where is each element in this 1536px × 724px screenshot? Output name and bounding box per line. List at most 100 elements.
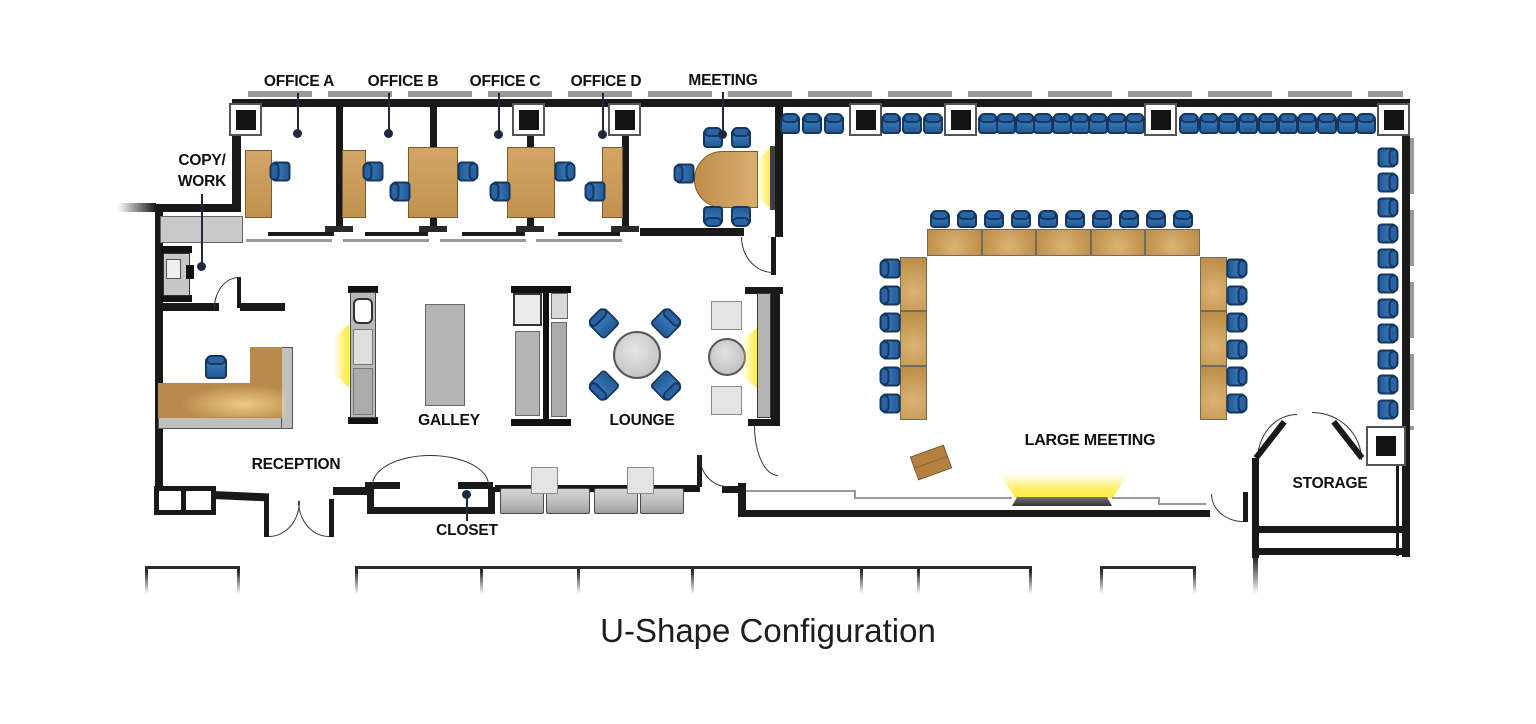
u-shape-table bbox=[900, 311, 927, 366]
lounge-screen-glow bbox=[742, 327, 758, 389]
wall-sloped bbox=[212, 491, 270, 502]
wall bbox=[1396, 428, 1399, 556]
office-desk bbox=[342, 150, 366, 218]
u-shape-table bbox=[1145, 229, 1200, 256]
baseboard-line bbox=[854, 490, 856, 499]
diagram-title: U-Shape Configuration bbox=[600, 612, 936, 649]
chair bbox=[1238, 113, 1259, 134]
chair bbox=[1218, 113, 1239, 134]
galley-divider bbox=[543, 286, 549, 426]
wall-screen bbox=[770, 146, 775, 210]
u-shape-table bbox=[1200, 311, 1227, 366]
chair bbox=[902, 113, 922, 134]
wall bbox=[365, 232, 428, 236]
reception-desk-highlight bbox=[180, 385, 285, 417]
lounge-stool bbox=[711, 386, 742, 415]
room-office-a bbox=[245, 110, 335, 230]
office-threshold bbox=[246, 239, 332, 242]
label-office-a: OFFICE A bbox=[263, 73, 335, 90]
leader-line-office-b bbox=[388, 93, 390, 131]
structural-column bbox=[1144, 103, 1177, 136]
wall bbox=[1252, 548, 1404, 555]
copier-feeder bbox=[186, 265, 194, 279]
u-shape-table bbox=[981, 229, 1037, 256]
meeting-table bbox=[694, 151, 758, 208]
office-threshold bbox=[536, 239, 622, 242]
galley-shelf bbox=[551, 293, 568, 319]
room-lounge bbox=[580, 280, 760, 430]
label-reception: RECEPTION bbox=[251, 456, 341, 473]
leader-line-copy-work bbox=[201, 194, 203, 264]
u-shape-table bbox=[1036, 229, 1091, 256]
chair bbox=[1070, 113, 1090, 134]
label-closet: CLOSET bbox=[436, 522, 498, 539]
bench-seat bbox=[594, 488, 638, 514]
chair bbox=[1125, 113, 1146, 134]
wall bbox=[462, 232, 525, 236]
reference-tick bbox=[145, 566, 148, 594]
label-office-c: OFFICE C bbox=[469, 73, 541, 90]
chair bbox=[1119, 210, 1139, 228]
wall bbox=[640, 228, 744, 236]
wall bbox=[488, 487, 495, 514]
office-desk bbox=[245, 150, 272, 218]
lounge-table bbox=[613, 331, 661, 379]
chair bbox=[984, 210, 1004, 228]
wall-mounted-panel bbox=[757, 293, 771, 418]
wall bbox=[237, 277, 241, 308]
door-arc bbox=[754, 426, 778, 476]
door-arc bbox=[699, 455, 727, 487]
baseboard-line bbox=[746, 490, 854, 492]
u-shape-table bbox=[1200, 365, 1227, 420]
chair bbox=[205, 355, 227, 379]
office-threshold bbox=[343, 239, 429, 242]
label-office-b: OFFICE B bbox=[367, 73, 439, 90]
chair bbox=[1297, 113, 1318, 134]
wall bbox=[697, 455, 702, 487]
baseboard-line bbox=[1158, 497, 1160, 505]
leader-line-office-a bbox=[297, 93, 299, 131]
wall-fade-down bbox=[1253, 556, 1258, 594]
u-shape-table bbox=[927, 229, 982, 256]
wall bbox=[775, 107, 783, 237]
projector bbox=[1012, 497, 1112, 506]
wall bbox=[367, 487, 374, 514]
chair bbox=[1336, 113, 1357, 134]
leader-line-meeting bbox=[722, 92, 724, 132]
label-large-meeting: LARGE MEETING bbox=[1024, 432, 1156, 449]
reference-tick bbox=[1193, 566, 1196, 594]
wall bbox=[329, 499, 334, 537]
chair bbox=[957, 210, 977, 228]
leader-dot-office-c bbox=[494, 130, 503, 139]
projector-beam bbox=[1000, 474, 1128, 498]
wall bbox=[1402, 99, 1410, 557]
wall bbox=[738, 483, 746, 517]
copier bbox=[161, 246, 192, 253]
reference-line bbox=[1100, 566, 1196, 569]
leader-line-closet bbox=[466, 497, 468, 521]
leader-dot-office-b bbox=[384, 129, 393, 138]
reference-tick bbox=[237, 566, 240, 594]
wall bbox=[155, 204, 163, 513]
room-copy-work bbox=[160, 215, 275, 305]
partition-foot bbox=[611, 226, 639, 232]
leader-dot-office-a bbox=[293, 129, 302, 138]
office-threshold bbox=[440, 239, 526, 242]
wall bbox=[155, 303, 219, 311]
chair bbox=[1011, 210, 1031, 228]
chair bbox=[1173, 210, 1193, 228]
chair bbox=[930, 210, 950, 228]
chair bbox=[923, 113, 943, 134]
reference-tick bbox=[355, 566, 358, 594]
galley-sink bbox=[353, 298, 373, 324]
structural-column bbox=[849, 103, 882, 136]
label-meeting: MEETING bbox=[688, 72, 758, 89]
chair bbox=[1146, 210, 1166, 228]
wall-fade-left bbox=[118, 203, 156, 212]
galley-cabinet-cap bbox=[348, 417, 378, 424]
baseboard-line bbox=[1158, 503, 1206, 505]
door-arc bbox=[372, 455, 430, 485]
reference-tick bbox=[577, 566, 580, 594]
door-arc bbox=[269, 501, 300, 537]
